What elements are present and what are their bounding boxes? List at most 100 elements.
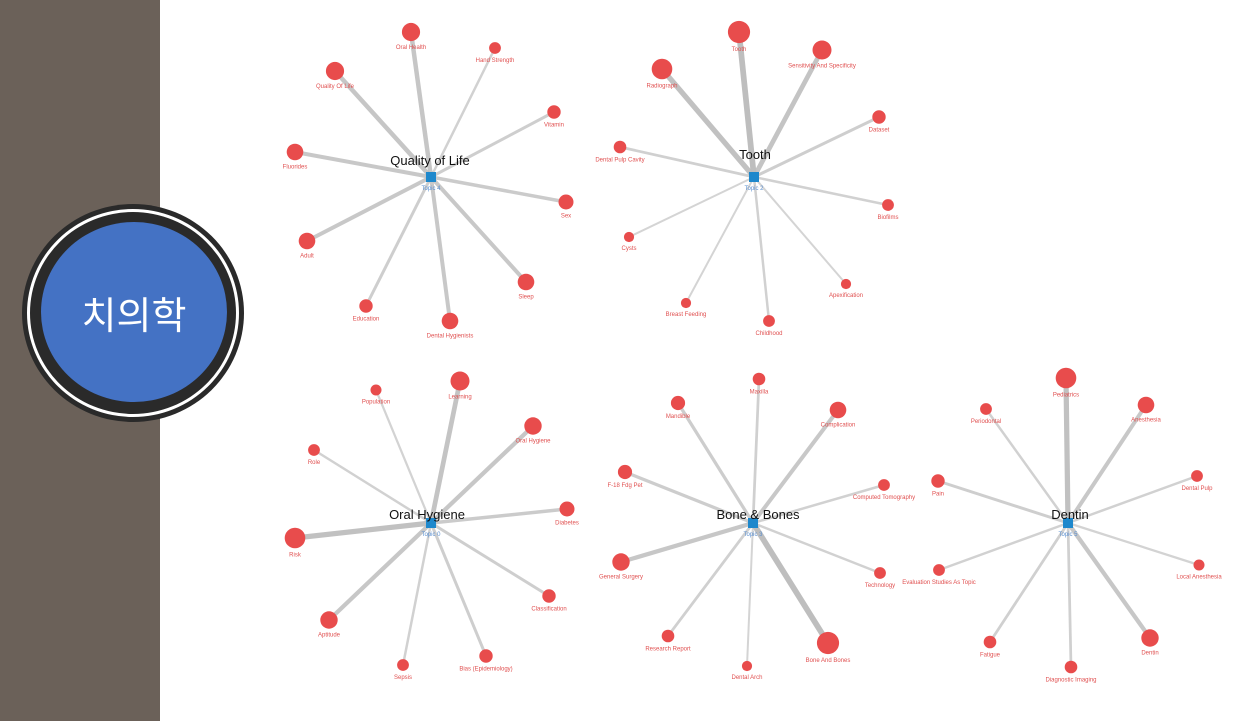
term-label: Oral Hygiene: [515, 439, 551, 445]
term-label: Cysts: [622, 246, 637, 252]
term-node: [812, 40, 832, 60]
edge-line: [746, 522, 754, 667]
term-node: [931, 474, 945, 488]
term-label: Diabetes: [555, 521, 579, 527]
term-label: Biofilms: [877, 215, 898, 221]
term-label: Bone And Bones: [806, 658, 851, 664]
term-node: [559, 501, 575, 517]
edge-line: [623, 470, 755, 525]
edge-line: [750, 520, 831, 646]
topic-subtitle: Topic 5: [1058, 532, 1078, 538]
edge-line: [984, 407, 1070, 525]
term-node: [1191, 470, 1203, 482]
edge-line: [685, 176, 755, 304]
term-node: [840, 278, 852, 290]
topic-hub: [1063, 518, 1073, 528]
edge-line: [429, 521, 488, 658]
edge-line: [752, 175, 890, 207]
term-label: Technology: [865, 583, 895, 589]
term-label: Sensitivity And Specificity: [788, 64, 856, 70]
term-node: [741, 660, 753, 672]
term-node: [1064, 660, 1078, 674]
edge-line: [326, 520, 434, 623]
edge-line: [1065, 520, 1153, 641]
edge-line: [429, 507, 569, 525]
edge-line: [751, 483, 886, 525]
edge-line: [618, 520, 756, 565]
edge-line: [753, 176, 847, 285]
term-label: Quality Of Life: [316, 84, 355, 90]
edge-line: [936, 479, 1070, 525]
term-label: Dental Hygienists: [427, 333, 474, 339]
term-label: Adult: [300, 253, 314, 259]
term-label: Bias (Epidemiology): [459, 667, 512, 673]
edge-line: [332, 68, 434, 180]
term-label: Dental Pulp: [1181, 486, 1213, 492]
term-node: [401, 22, 421, 42]
term-node: [441, 312, 459, 330]
edge-line: [752, 175, 771, 323]
term-label: Role: [308, 460, 321, 466]
term-node: [882, 199, 894, 211]
term-label: Education: [353, 317, 380, 323]
edge-line: [751, 521, 882, 575]
topic-subtitle: Topic 4: [421, 186, 441, 192]
term-node: [320, 611, 338, 629]
term-label: Dental Arch: [731, 675, 762, 681]
edge-line: [666, 521, 755, 638]
term-label: Classification: [531, 607, 566, 613]
term-label: Oral Health: [396, 45, 426, 51]
topic-hub: [426, 172, 436, 182]
term-label: Sepsis: [394, 675, 412, 681]
term-label: Anesthesia: [1131, 417, 1161, 423]
term-node: [829, 401, 847, 419]
term-label: Dentin: [1141, 651, 1158, 657]
badge-white-ring: [27, 209, 239, 417]
term-node: [752, 372, 766, 386]
term-label: Evaluation Studies As Topic: [902, 580, 976, 586]
term-node: [613, 140, 627, 154]
topic-hub: [748, 518, 758, 528]
topic-subtitle: Topic 0: [421, 532, 441, 538]
edge-line: [429, 521, 551, 598]
term-node: [286, 143, 304, 161]
edge-line: [618, 145, 756, 179]
term-label: General Surgery: [599, 575, 643, 581]
term-label: Mandible: [666, 414, 691, 420]
edge-line: [429, 175, 568, 204]
edge-line: [429, 46, 497, 179]
term-label: Sex: [561, 214, 571, 220]
term-label: Local Anesthesia: [1176, 575, 1222, 581]
term-node: [479, 649, 493, 663]
term-label: Hand Strength: [476, 58, 515, 64]
term-node: [617, 464, 633, 480]
term-label: Fatigue: [980, 652, 1001, 658]
topic-title: Tooth: [739, 147, 771, 162]
badge-label: 치의학: [81, 293, 187, 338]
edge-line: [429, 175, 528, 284]
term-node: [489, 42, 501, 54]
term-node: [651, 58, 673, 80]
edge-line: [751, 408, 840, 525]
term-node: [980, 403, 992, 415]
term-label: Maxilla: [750, 389, 769, 395]
term-node: [670, 395, 686, 411]
edge-line: [428, 423, 536, 526]
topic-hub: [426, 518, 436, 528]
edge-line: [292, 520, 434, 541]
edge-line: [659, 66, 757, 180]
term-label: Radiograph: [646, 83, 677, 89]
edge-line: [401, 521, 433, 667]
edge-line: [752, 115, 881, 179]
edge-line: [312, 448, 433, 525]
term-node: [933, 564, 945, 576]
term-node: [359, 299, 373, 313]
term-node: [727, 20, 751, 44]
term-label: F-18 Fdg Pet: [607, 483, 642, 489]
term-node: [325, 61, 345, 81]
term-node: [816, 631, 840, 655]
